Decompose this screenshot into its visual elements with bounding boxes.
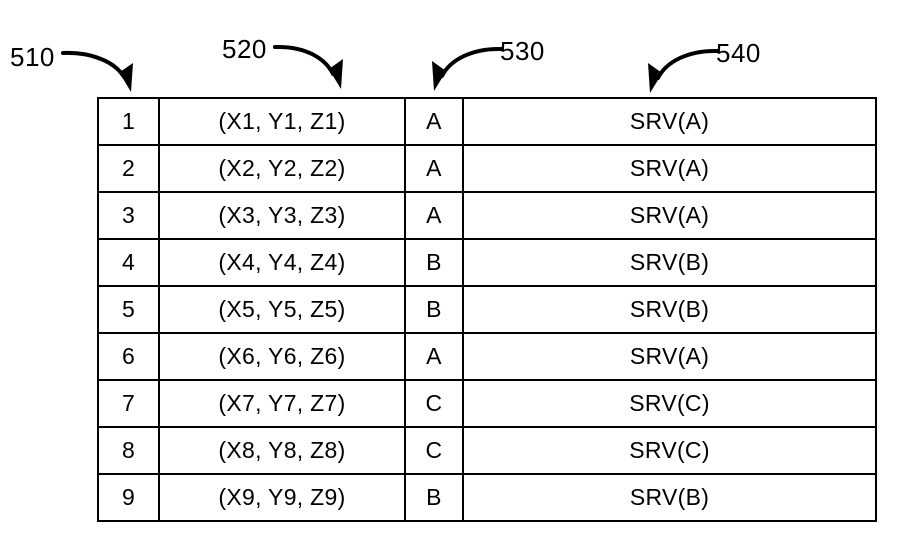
- cell-index: 1: [97, 97, 160, 146]
- cell-index: 5: [97, 285, 160, 334]
- table-row: 1 (X1, Y1, Z1) A SRV(A): [97, 97, 877, 146]
- cell-index: 2: [97, 144, 160, 193]
- cell-srv: SRV(B): [462, 238, 877, 287]
- cell-coordinates: (X3, Y3, Z3): [158, 191, 406, 240]
- cell-coordinates: (X6, Y6, Z6): [158, 332, 406, 381]
- reference-numeral-520: 520: [222, 34, 267, 64]
- table-row: 2 (X2, Y2, Z2) A SRV(A): [97, 144, 877, 193]
- cell-srv: SRV(C): [462, 379, 877, 428]
- cell-srv: SRV(A): [462, 97, 877, 146]
- data-table: 1 (X1, Y1, Z1) A SRV(A) 2 (X2, Y2, Z2) A…: [97, 97, 877, 522]
- cell-group: B: [404, 238, 464, 287]
- cell-coordinates: (X4, Y4, Z4): [158, 238, 406, 287]
- cell-srv: SRV(C): [462, 426, 877, 475]
- cell-group: A: [404, 332, 464, 381]
- reference-numeral-540: 540: [716, 38, 761, 68]
- table-row: 3 (X3, Y3, Z3) A SRV(A): [97, 191, 877, 240]
- table-body: 1 (X1, Y1, Z1) A SRV(A) 2 (X2, Y2, Z2) A…: [97, 97, 877, 522]
- table-row: 7 (X7, Y7, Z7) C SRV(C): [97, 379, 877, 428]
- cell-srv: SRV(A): [462, 144, 877, 193]
- cell-srv: SRV(B): [462, 473, 877, 522]
- cell-group: C: [404, 379, 464, 428]
- cell-group: C: [404, 426, 464, 475]
- cell-index: 7: [97, 379, 160, 428]
- reference-numeral-510: 510: [10, 42, 55, 72]
- cell-group: A: [404, 144, 464, 193]
- cell-coordinates: (X9, Y9, Z9): [158, 473, 406, 522]
- cell-coordinates: (X2, Y2, Z2): [158, 144, 406, 193]
- cell-index: 4: [97, 238, 160, 287]
- cell-index: 9: [97, 473, 160, 522]
- cell-group: B: [404, 473, 464, 522]
- cell-coordinates: (X1, Y1, Z1): [158, 97, 406, 146]
- table-row: 9 (X9, Y9, Z9) B SRV(B): [97, 473, 877, 522]
- cell-srv: SRV(B): [462, 285, 877, 334]
- cell-group: B: [404, 285, 464, 334]
- leader-arrow-540: [648, 48, 720, 93]
- cell-index: 8: [97, 426, 160, 475]
- table-row: 5 (X5, Y5, Z5) B SRV(B): [97, 285, 877, 334]
- cell-group: A: [404, 97, 464, 146]
- cell-group: A: [404, 191, 464, 240]
- table-row: 4 (X4, Y4, Z4) B SRV(B): [97, 238, 877, 287]
- table-row: 6 (X6, Y6, Z6) A SRV(A): [97, 332, 877, 381]
- cell-coordinates: (X5, Y5, Z5): [158, 285, 406, 334]
- leader-arrow-510: [61, 50, 133, 92]
- cell-index: 3: [97, 191, 160, 240]
- cell-srv: SRV(A): [462, 332, 877, 381]
- cell-coordinates: (X8, Y8, Z8): [158, 426, 406, 475]
- leader-arrow-530: [432, 46, 504, 91]
- cell-srv: SRV(A): [462, 191, 877, 240]
- leader-arrow-520: [273, 44, 343, 89]
- cell-coordinates: (X7, Y7, Z7): [158, 379, 406, 428]
- reference-numeral-530: 530: [500, 36, 545, 66]
- table-row: 8 (X8, Y8, Z8) C SRV(C): [97, 426, 877, 475]
- cell-index: 6: [97, 332, 160, 381]
